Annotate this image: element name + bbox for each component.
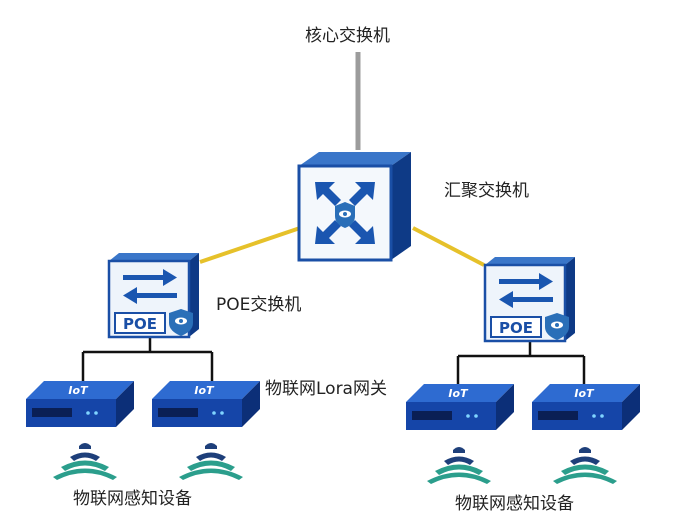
wireless-signal-icon [50, 436, 120, 480]
iot-badge-text: IoT [194, 384, 215, 397]
iot-badge-text: IoT [68, 384, 89, 397]
swap-arrows-icon [123, 269, 177, 304]
core-switch-label: 核心交换机 [305, 26, 390, 46]
poe-switch-left: POE [105, 251, 201, 339]
iot-gateway-2: IoT [150, 379, 262, 429]
wireless-signal-icon [550, 440, 620, 484]
converge-arrows-icon [315, 182, 375, 244]
trunk-line-right [412, 226, 485, 267]
sensor-devices-label-right: 物联网感知设备 [455, 494, 574, 514]
iot-badge-text: IoT [448, 387, 469, 400]
shield-icon [545, 313, 569, 340]
trunk-line-left [199, 226, 301, 264]
swap-arrows-icon [499, 273, 553, 308]
lora-gateway-label: 物联网Lora网关 [265, 379, 387, 399]
iot-badge-text: IoT [574, 387, 595, 400]
wireless-signal-icon [424, 440, 494, 484]
iot-gateway-3: IoT [404, 382, 516, 432]
iot-gateway-4: IoT [530, 382, 642, 432]
poe-badge-text: POE [123, 315, 157, 333]
shield-icon [169, 309, 193, 336]
aggregation-switch [293, 148, 415, 264]
wireless-signal-icon [176, 436, 246, 480]
poe-switch-right: POE [481, 255, 577, 343]
iot-gateway-1: IoT [24, 379, 136, 429]
shield-icon [335, 202, 355, 228]
left-poe-wiring [81, 336, 214, 383]
sensor-devices-label-left: 物联网感知设备 [73, 489, 192, 509]
poe-badge-text: POE [499, 319, 533, 337]
poe-switch-label: POE交换机 [216, 295, 302, 315]
right-poe-wiring [456, 340, 586, 386]
aggregation-switch-label: 汇聚交换机 [444, 181, 529, 201]
